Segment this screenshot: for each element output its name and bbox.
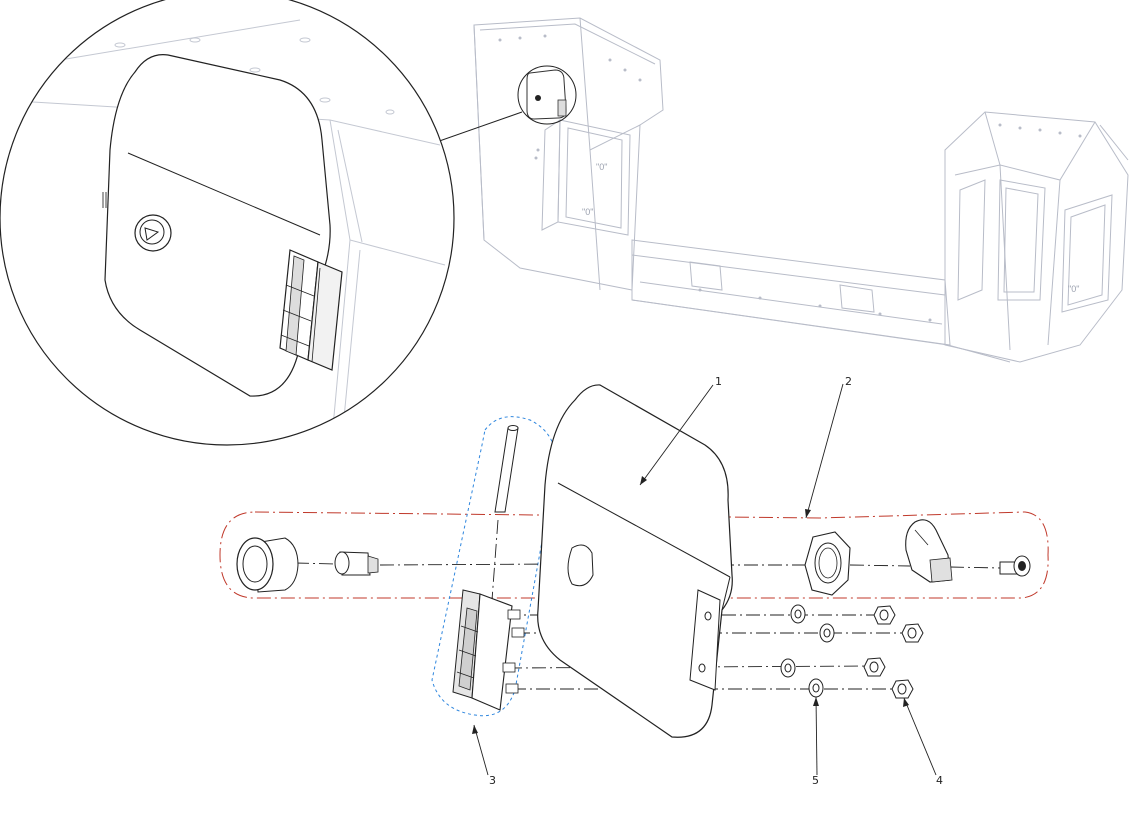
detail-magnifier-icon <box>0 0 455 446</box>
callout-2: 2 <box>845 375 852 388</box>
hinge <box>452 589 525 711</box>
latch-cam <box>905 519 953 583</box>
frame-assembly <box>473 17 1129 363</box>
lock-nut-icon <box>891 679 914 699</box>
lock-nut-icon <box>863 657 886 677</box>
callout-5: 5 <box>812 774 819 787</box>
detail-magnifier-view <box>0 0 455 446</box>
detail-location-circle <box>517 65 577 125</box>
frame-marking: "0" <box>1068 284 1079 294</box>
callout-3: 3 <box>489 774 496 787</box>
frame-marking: "0" <box>582 207 593 217</box>
washer-icon <box>808 678 824 698</box>
washer-icon <box>819 623 835 643</box>
callout-4: 4 <box>936 774 943 787</box>
hinge-group-outline <box>431 416 557 717</box>
access-panel <box>537 384 733 738</box>
washer-icon <box>790 604 806 624</box>
lock-nuts <box>863 605 924 699</box>
callout-leaders <box>473 383 937 776</box>
washer-icon <box>780 658 796 678</box>
latch-group-outline <box>219 511 1049 599</box>
hex-nut <box>804 531 851 596</box>
frame-small-details <box>498 34 1082 322</box>
frame-marking: "0" <box>596 162 607 172</box>
hinge-pin <box>494 425 519 513</box>
lock-nut-icon <box>901 623 924 643</box>
latch-screw <box>999 555 1031 577</box>
callout-arrowheads <box>472 476 909 734</box>
frame-access-door-location <box>427 65 577 146</box>
detail-access-panel <box>104 54 331 397</box>
latch-plug <box>334 551 379 576</box>
detail-hinge <box>279 249 343 371</box>
washers <box>780 604 835 698</box>
latch-bezel <box>236 537 299 593</box>
lock-nut-icon <box>873 605 896 625</box>
detail-leader <box>427 111 523 146</box>
detail-latch <box>134 214 172 252</box>
callout-1: 1 <box>715 375 722 388</box>
